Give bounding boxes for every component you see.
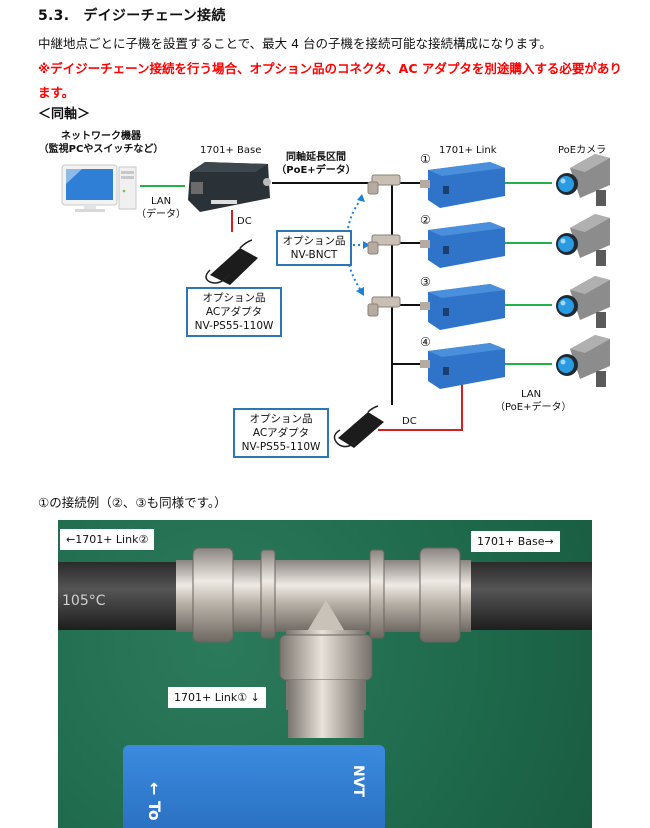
pc-monitor-icon — [61, 164, 118, 212]
base-unit-device — [188, 162, 271, 212]
t-connector-1 — [367, 174, 401, 195]
device-text-left: ← To — [145, 782, 164, 821]
link-unit-4 — [420, 343, 505, 389]
dc-top-label: DC — [237, 216, 252, 227]
network-device-label: ネットワーク機器 （監視PCやスイッチなど） — [38, 131, 164, 155]
section-number: 5.3. — [38, 8, 70, 24]
ac-option-box-top: オプション品 ACアダプタ NV-PS55-110W — [186, 287, 282, 337]
link-number-3: ③ — [420, 275, 431, 289]
photo-tag-left: ←1701+ Link② — [60, 529, 155, 550]
t-stem-top — [308, 600, 344, 630]
cable-left — [58, 562, 183, 630]
arrowhead-2 — [363, 241, 370, 249]
camera-2-icon — [556, 214, 610, 266]
diagram-lines — [61, 154, 610, 448]
link-label: 1701+ Link — [439, 145, 497, 156]
ac-option-box-bottom: オプション品 ACアダプタ NV-PS55-110W — [233, 408, 329, 458]
camera-label: PoEカメラ — [558, 145, 607, 156]
t-connector-3 — [367, 296, 401, 317]
lan-left-label: LAN （データ） — [136, 196, 186, 220]
photo-tag-right: 1701+ Base→ — [471, 531, 560, 552]
knurled-nut-left — [192, 547, 234, 643]
coax-subheading: ＜同軸＞ — [38, 107, 91, 122]
connection-example-photo: ← To NVT 105°C ←1701+ Link② 1701+ Base→ … — [58, 520, 592, 828]
ring-right — [369, 549, 385, 639]
cable-right — [465, 562, 592, 630]
ac-adapter-top-icon — [205, 239, 258, 285]
warning-note: ※デイジーチェーン接続を行う場合、オプション品のコネクタ、AC アダプタを別途購… — [38, 61, 622, 100]
dotted-arrow-1 — [347, 197, 363, 229]
example-caption: ①の接続例（②、③も同様です。） — [38, 495, 227, 510]
ac-adapter-bottom-icon — [333, 405, 384, 448]
link-unit-3 — [420, 284, 505, 330]
lan-right-label: LAN （PoE+データ） — [495, 389, 572, 413]
bnc-barrel — [288, 680, 364, 738]
section-body: 中継地点ごとに子機を設置することで、最大 4 台の子機を接続可能な接続構成になり… — [38, 36, 552, 51]
camera-3-icon — [556, 276, 610, 328]
device-text-right: NVT — [350, 765, 366, 798]
link-number-1: ① — [420, 152, 431, 166]
section-heading: 5.3. デイジーチェーン接続 — [38, 5, 226, 25]
daisy-chain-diagram: ネットワーク機器 （監視PCやスイッチなど） 1701+ Base LAN （デ… — [0, 120, 650, 470]
cable-print-text: 105°C — [62, 593, 106, 609]
dc-bottom-label: DC — [402, 416, 417, 427]
arrowhead-3 — [356, 287, 364, 296]
photo-illustration: ← To NVT 105°C — [58, 547, 592, 828]
dc-line-bottom — [378, 378, 463, 431]
pc-tower-icon — [118, 166, 137, 210]
coax-section-label: 同軸延長区間 （PoE+データ） — [276, 152, 356, 176]
link-unit-1 — [420, 162, 505, 208]
link-number-4: ④ — [420, 335, 431, 349]
link-number-2: ② — [420, 213, 431, 227]
camera-4-icon — [556, 335, 610, 387]
bnct-option-box: オプション品 NV-BNCT — [276, 230, 352, 266]
camera-1-icon — [556, 154, 610, 206]
base-label: 1701+ Base — [200, 145, 262, 156]
photo-tag-bottom: 1701+ Link① ↓ — [168, 687, 266, 708]
section-title: デイジーチェーン接続 — [83, 8, 226, 24]
link-unit-2 — [420, 222, 505, 268]
knurled-nut-bottom — [279, 634, 373, 681]
arrowhead-1 — [357, 194, 365, 202]
link-device-body — [123, 745, 385, 828]
knurled-nut-right — [419, 547, 461, 643]
t-connector-2 — [367, 234, 401, 255]
ring-left — [260, 549, 276, 639]
